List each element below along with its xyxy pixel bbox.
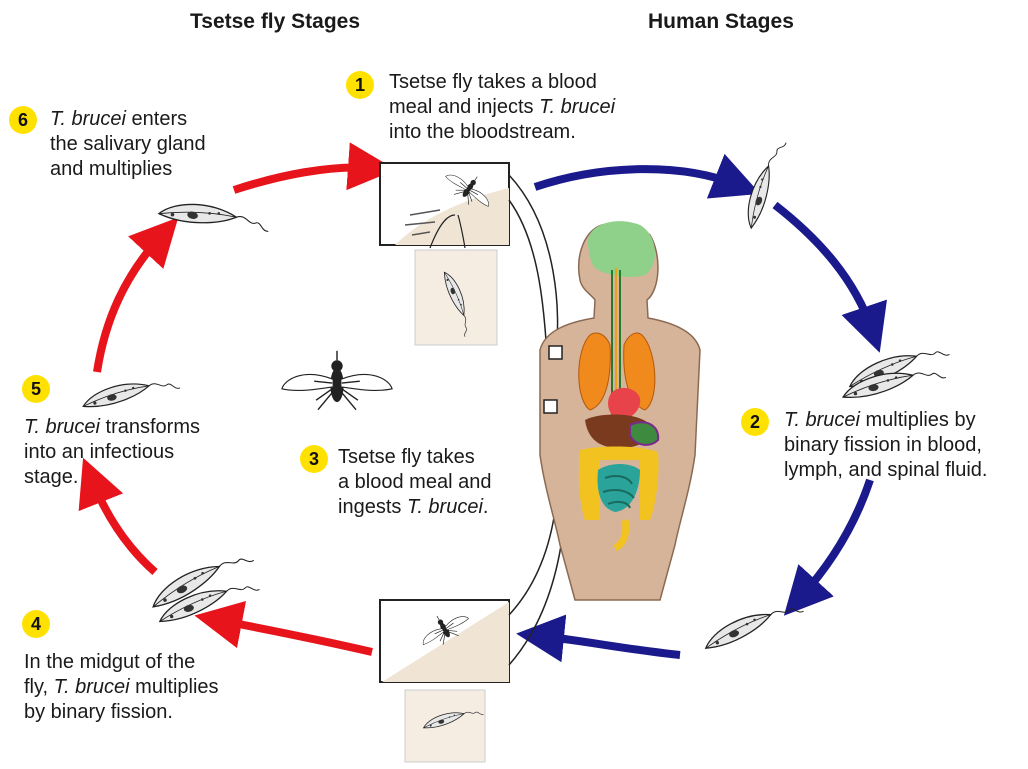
step-1-badge: 1 <box>346 71 374 99</box>
arrow-4-to-5 <box>92 480 155 572</box>
step-5-text: T. brucei transforms into an infectious … <box>24 415 200 490</box>
step-6-badge: 6 <box>9 106 37 134</box>
trypanosome-icon <box>81 377 181 408</box>
step-3-badge: 3 <box>300 445 328 473</box>
arrow-2-down <box>800 480 870 598</box>
step-5-badge: 5 <box>22 375 50 403</box>
step-2-badge: 2 <box>741 408 769 436</box>
tsetse-fly-icon <box>282 351 392 410</box>
arrow-6-to-1 <box>234 167 372 190</box>
arrow-3-to-4 <box>218 620 372 652</box>
step3-parasite-box <box>405 690 485 762</box>
step-2-text: T. brucei multiplies by binary fission i… <box>784 408 987 483</box>
trypanosome-icon <box>701 600 806 650</box>
arrow-to-step3 <box>540 636 680 655</box>
step-3-text: Tsetse fly takes a blood meal and ingest… <box>338 445 491 520</box>
step-1-text: Tsetse fly takes a blood meal and inject… <box>389 70 615 145</box>
arrow-5-to-6 <box>97 235 162 372</box>
step-4-text: In the midgut of the fly, T. brucei mult… <box>24 650 219 725</box>
step-6-text: T. brucei enters the salivary gland and … <box>50 107 206 182</box>
arrow-to-step2 <box>775 205 872 330</box>
step-4-badge: 4 <box>22 610 50 638</box>
human-body-icon <box>540 221 700 600</box>
trypanosome-icon <box>158 196 270 239</box>
arrow-1-to-human <box>535 169 738 187</box>
